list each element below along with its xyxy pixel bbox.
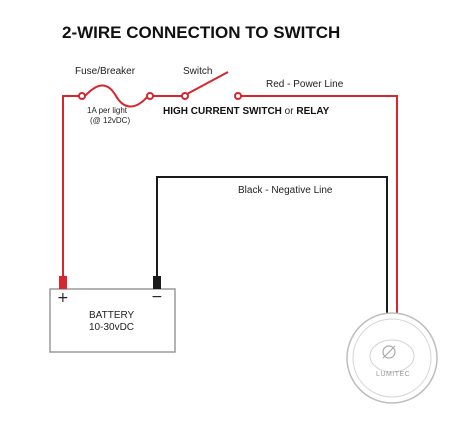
switch-note-suffix: RELAY (296, 106, 329, 117)
negative-line-label: Black - Negative Line (238, 185, 333, 196)
battery-positive-symbol: + (57, 290, 69, 306)
diagram-title: 2-WIRE CONNECTION TO SWITCH (62, 23, 340, 42)
light-fixture: LUMITEC (346, 312, 438, 404)
negative-wire (156, 176, 388, 326)
switch-label: Switch (183, 66, 212, 77)
fuse-terminal-right (146, 92, 154, 100)
battery: + − BATTERY 10-30vDC (49, 276, 176, 353)
fuse-terminal-left (78, 92, 86, 100)
fuse-label: Fuse/Breaker (75, 66, 136, 77)
power-line-label: Red - Power Line (266, 79, 344, 90)
light-inner-ring (352, 318, 432, 398)
battery-positive-terminal (59, 276, 67, 289)
battery-label: BATTERY (89, 310, 135, 321)
battery-body (49, 288, 176, 353)
light-brand-label: LUMITEC (376, 371, 410, 378)
battery-negative-terminal (153, 276, 161, 289)
switch-symbol (181, 71, 242, 100)
light-lens (369, 339, 415, 373)
power-wire-switch-to-light (240, 95, 398, 330)
switch-note-prefix: HIGH CURRENT SWITCH (163, 106, 282, 117)
lumitec-logo-icon (382, 345, 396, 359)
fuse-rating-line2: (@ 12vDC) (90, 116, 130, 125)
power-wire-left-segment (62, 95, 80, 278)
switch-note-or: or (282, 106, 296, 117)
battery-negative-symbol: − (151, 289, 163, 305)
switch-contact (234, 92, 242, 100)
fuse-rating-line1: 1A per light (87, 106, 128, 115)
switch-lever (186, 71, 229, 95)
light-outer-ring (346, 312, 438, 404)
fuse-symbol (78, 84, 154, 108)
fuse-element (84, 84, 149, 108)
battery-voltage: 10-30vDC (89, 322, 134, 333)
switch-pivot (181, 92, 189, 100)
power-wire (62, 95, 398, 330)
switch-note: HIGH CURRENT SWITCH or RELAY (163, 106, 330, 117)
